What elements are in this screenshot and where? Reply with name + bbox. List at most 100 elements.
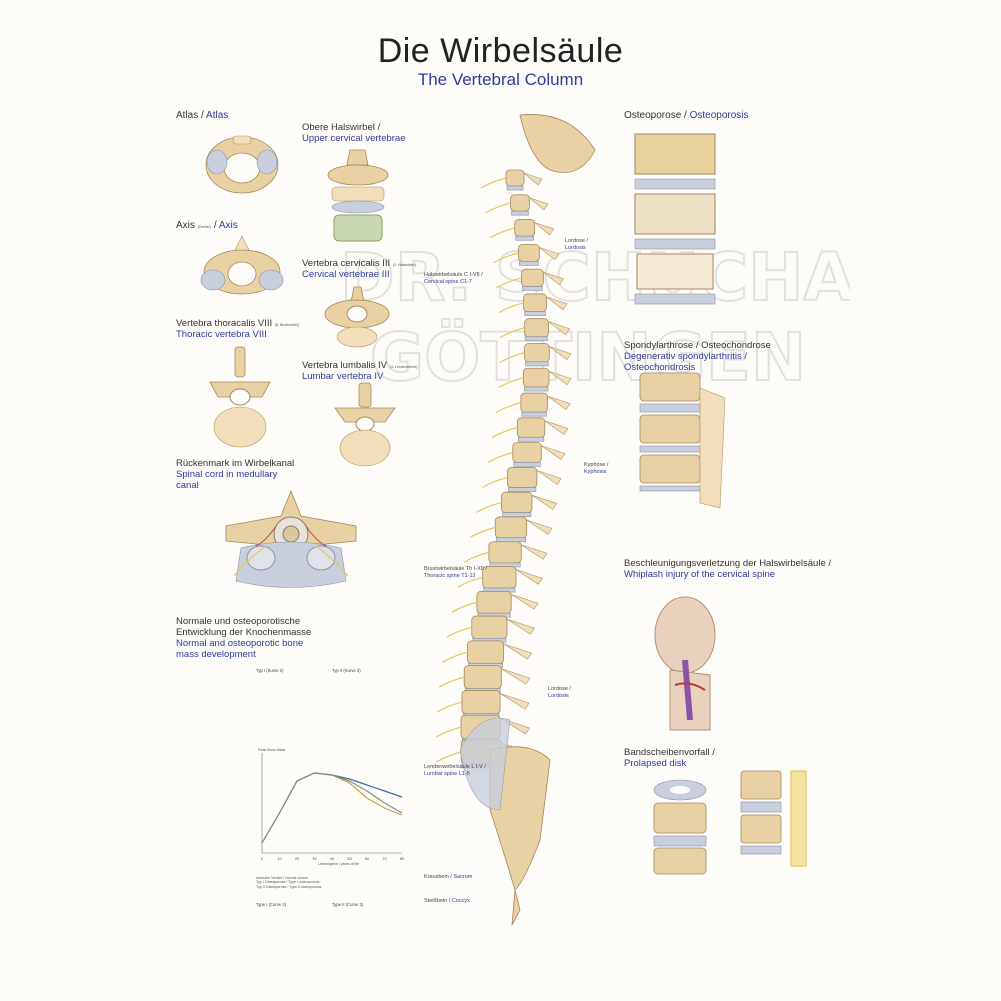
chart-legend: normaler Verlauf / normal course Typ I O… [256, 876, 406, 889]
spinal-nerve [469, 526, 496, 538]
spinous-process [499, 693, 530, 710]
atlas-heading: Atlas / Atlas [176, 110, 229, 121]
label-sacrum: Kreuzbein / Sacrum [424, 874, 473, 880]
whiplash-heading: Beschleunigungsverletzung der Halswirbel… [624, 558, 832, 580]
vertebra-body [476, 590, 512, 614]
intervertebral-disc [521, 411, 547, 417]
legend-series-1: normaler Verlauf / normal course [256, 876, 309, 880]
vertebra-body [516, 417, 546, 438]
type2-en-heading: Type II (Curve 3) [332, 902, 364, 907]
intervertebral-disc [524, 386, 549, 392]
legend-series-2: Typ I Osteoporose / Type I osteoporosis [256, 880, 320, 885]
spinous-process [521, 544, 548, 560]
osteoporosis-heading: Osteoporose / Osteoporosis [624, 110, 749, 121]
spinal-nerve [446, 626, 472, 638]
cervical3-heading: Vertebra cervicalis III (3. Halswirbel) … [302, 258, 416, 280]
spinous-process [539, 247, 560, 261]
axis-illustration [200, 235, 284, 295]
label-kyphosis: Kyphose /Kyphosis [584, 462, 609, 475]
spinal-nerve [485, 202, 511, 214]
spine-illustration [435, 114, 596, 926]
spinal-nerve [493, 252, 519, 264]
spinous-process [534, 222, 555, 236]
vertebra-body [512, 442, 542, 463]
vertebra-body [524, 343, 550, 363]
upper-cervical-illustration [327, 149, 389, 242]
osteoporosis-illustration [634, 133, 716, 305]
vertebra-body [488, 541, 522, 564]
spinal-nerve [438, 676, 465, 688]
spinal-nerve [476, 501, 502, 513]
chart-x-tick: 30 [312, 856, 317, 861]
spinal-nerve [463, 551, 490, 563]
intervertebral-disc [522, 286, 543, 291]
page-subtitle: The Vertebral Column [417, 70, 584, 89]
spinous-process [526, 519, 553, 535]
spinal-nerve [442, 651, 468, 663]
spinous-process [547, 395, 571, 411]
spinal-nerve [499, 352, 525, 364]
spinous-process [523, 172, 543, 186]
vertebra-body [522, 367, 550, 388]
vertebra-body [510, 194, 530, 212]
disc-prolapse-illustration-2 [740, 770, 807, 867]
intervertebral-disc [519, 261, 539, 266]
vertebra-body [507, 466, 538, 488]
intervertebral-disc [517, 437, 545, 442]
spinal-nerve [496, 277, 522, 289]
axis-heading: Axis (Dreher) / Axis [176, 220, 238, 231]
chart-axis [261, 753, 402, 854]
intervertebral-disc [508, 487, 537, 492]
chart-xlabel: Lebensjahre / years of life [318, 862, 360, 866]
spinous-process [548, 321, 571, 336]
spinal-cord-heading: Rückenmark im Wirbelkanal Spinal cord in… [176, 458, 295, 491]
intervertebral-disc [506, 185, 524, 191]
vertebra-body [521, 268, 544, 287]
vertebra-body [482, 566, 517, 589]
vertebra-body [524, 318, 549, 338]
spinal-cord-illustration [225, 489, 357, 588]
vertebra-body [494, 516, 528, 539]
vertebra-body [505, 169, 525, 187]
chart-x-tick: 20 [295, 856, 300, 861]
whiplash-illustration [654, 596, 716, 731]
spinal-nerve [436, 701, 463, 713]
disc-prolapse-heading: Bandscheibenvorfall / Prolapsed disk [624, 747, 715, 769]
intervertebral-disc [515, 235, 534, 241]
chart-x-tick: 70 [382, 856, 387, 861]
spinous-process [544, 420, 569, 435]
disc-prolapse-illustration-1 [653, 779, 707, 875]
vertebra-body [518, 243, 540, 262]
spinal-nerve [451, 601, 478, 613]
vertebra-body [463, 665, 502, 690]
thoracic8-illustration [209, 346, 271, 448]
spondylarthrosis-heading: Spondylarthrose / Osteochondrose Degener… [624, 340, 771, 373]
upper-cervical-heading: Obere Halswirbel / Upper cervical verteb… [302, 122, 406, 144]
intervertebral-disc [525, 336, 548, 342]
spinous-process [529, 197, 549, 211]
spinal-nerve [499, 327, 525, 339]
spinous-process [548, 370, 572, 386]
spinal-nerve [435, 751, 462, 763]
label-coccyx: Steißbein / Coccyx [424, 898, 470, 904]
label-lordosis-lumbar: Lordose /Lordosis [548, 686, 571, 699]
lumbar4-heading: Vertebra lumbalis IV (4. Lendenwirbel) L… [302, 360, 418, 382]
vertebra-body [501, 491, 533, 514]
spinous-process [546, 296, 568, 311]
spinal-nerve [480, 177, 507, 189]
vertebra-body [523, 293, 547, 313]
page-title: Die Wirbelsäule [377, 32, 624, 70]
label-thoracic: Brustwirbelsäule Th I-XII /Thoracic spin… [424, 566, 487, 579]
intervertebral-disc [502, 512, 532, 517]
spinous-process [536, 470, 562, 485]
thoracic8-heading: Vertebra thoracalis VIII (8. Brustwirbel… [176, 318, 299, 340]
bone-mass-heading: Normale und osteoporotische Entwicklung … [176, 616, 312, 660]
spinous-process [549, 346, 572, 361]
chart-series-line-1 [261, 772, 403, 844]
spinous-process [541, 445, 566, 460]
chart-x-tick: 10 [277, 856, 282, 861]
spinal-nerve [489, 227, 515, 239]
cervical3-illustration [324, 286, 390, 348]
